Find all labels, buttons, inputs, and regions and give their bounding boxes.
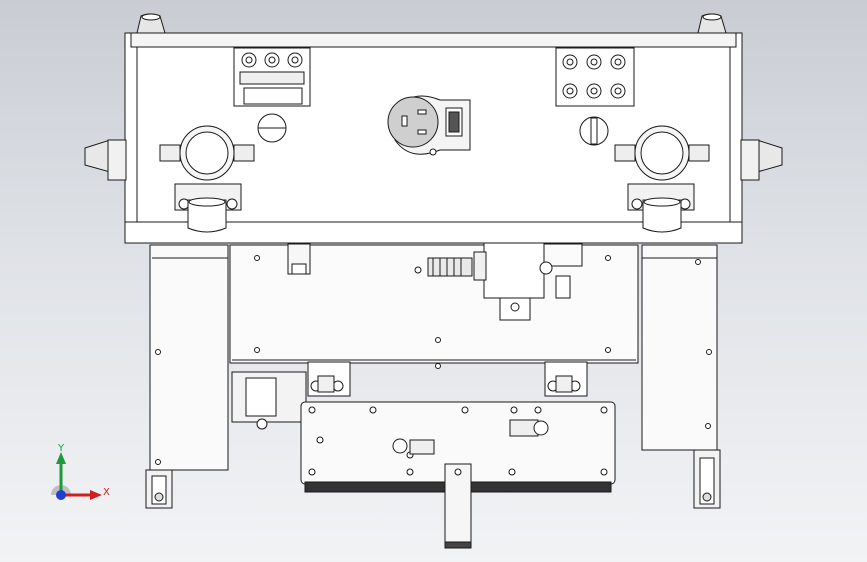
bracket-clamp-left [307, 361, 351, 397]
right-side-clamp [740, 139, 783, 181]
round-cutout-left [257, 113, 287, 143]
left-side-leg [145, 244, 229, 509]
bracket-clamp-right [544, 361, 588, 397]
top-lift-post-left [136, 13, 166, 34]
power-inlet-with-switch [387, 95, 471, 156]
terminal-block-right [555, 47, 635, 107]
y-axis-label: Y [58, 443, 65, 454]
left-hinge-bracket [231, 371, 307, 430]
small-sensor-left [287, 243, 311, 275]
top-lift-post-right [697, 13, 727, 34]
coordinate-triad [51, 452, 102, 500]
valve-manifold [414, 242, 583, 321]
y-axis-arrowhead [56, 452, 66, 464]
left-side-clamp [84, 139, 127, 181]
terminal-block-left [233, 47, 311, 107]
round-cutout-right [579, 116, 609, 146]
center-slide-blade [444, 463, 472, 549]
right-side-leg [641, 244, 721, 509]
solenoid-valve-right [614, 125, 710, 233]
x-axis-arrowhead [90, 490, 102, 500]
solenoid-valve-left [159, 125, 255, 233]
z-axis-dot [56, 490, 66, 500]
x-axis-label: X [103, 487, 110, 498]
